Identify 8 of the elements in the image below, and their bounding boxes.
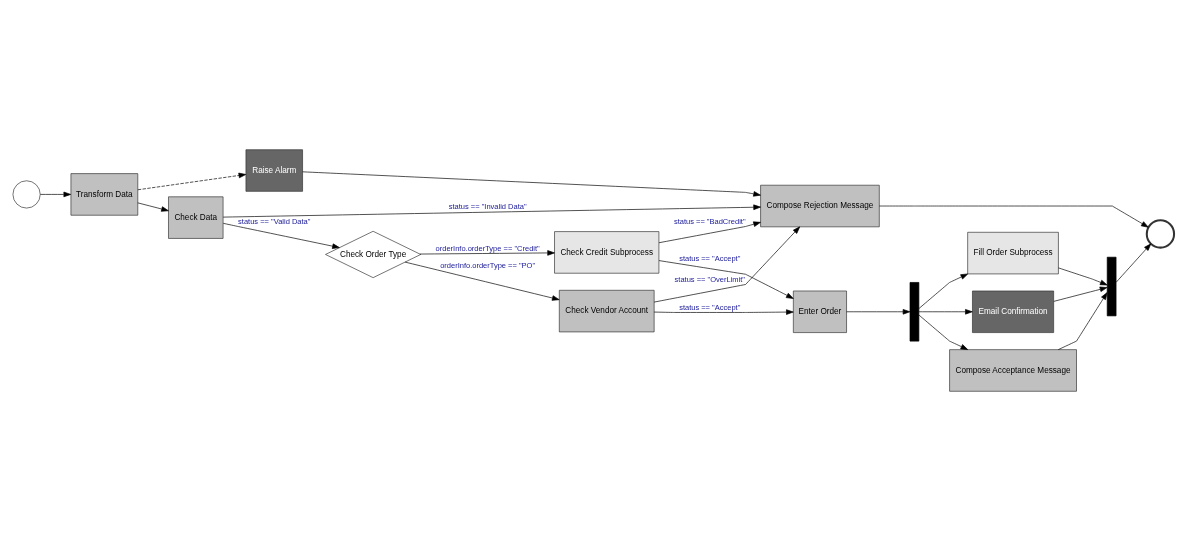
edge-label: status == "BadCredit" (673, 216, 746, 226)
edge-label: orderInfo.orderType == "Credit" (435, 243, 540, 253)
edge-label: status == "OverLimit" (674, 274, 745, 284)
edge-label: status == "Accept" (679, 253, 741, 263)
edge-label: orderInfo.orderType == "PO" (440, 260, 536, 270)
edge-label: status == "Valid Data" (238, 216, 311, 226)
edge-label: status == "Accept" (679, 302, 741, 312)
edge-label: status == "Invalid Data" (448, 201, 527, 211)
